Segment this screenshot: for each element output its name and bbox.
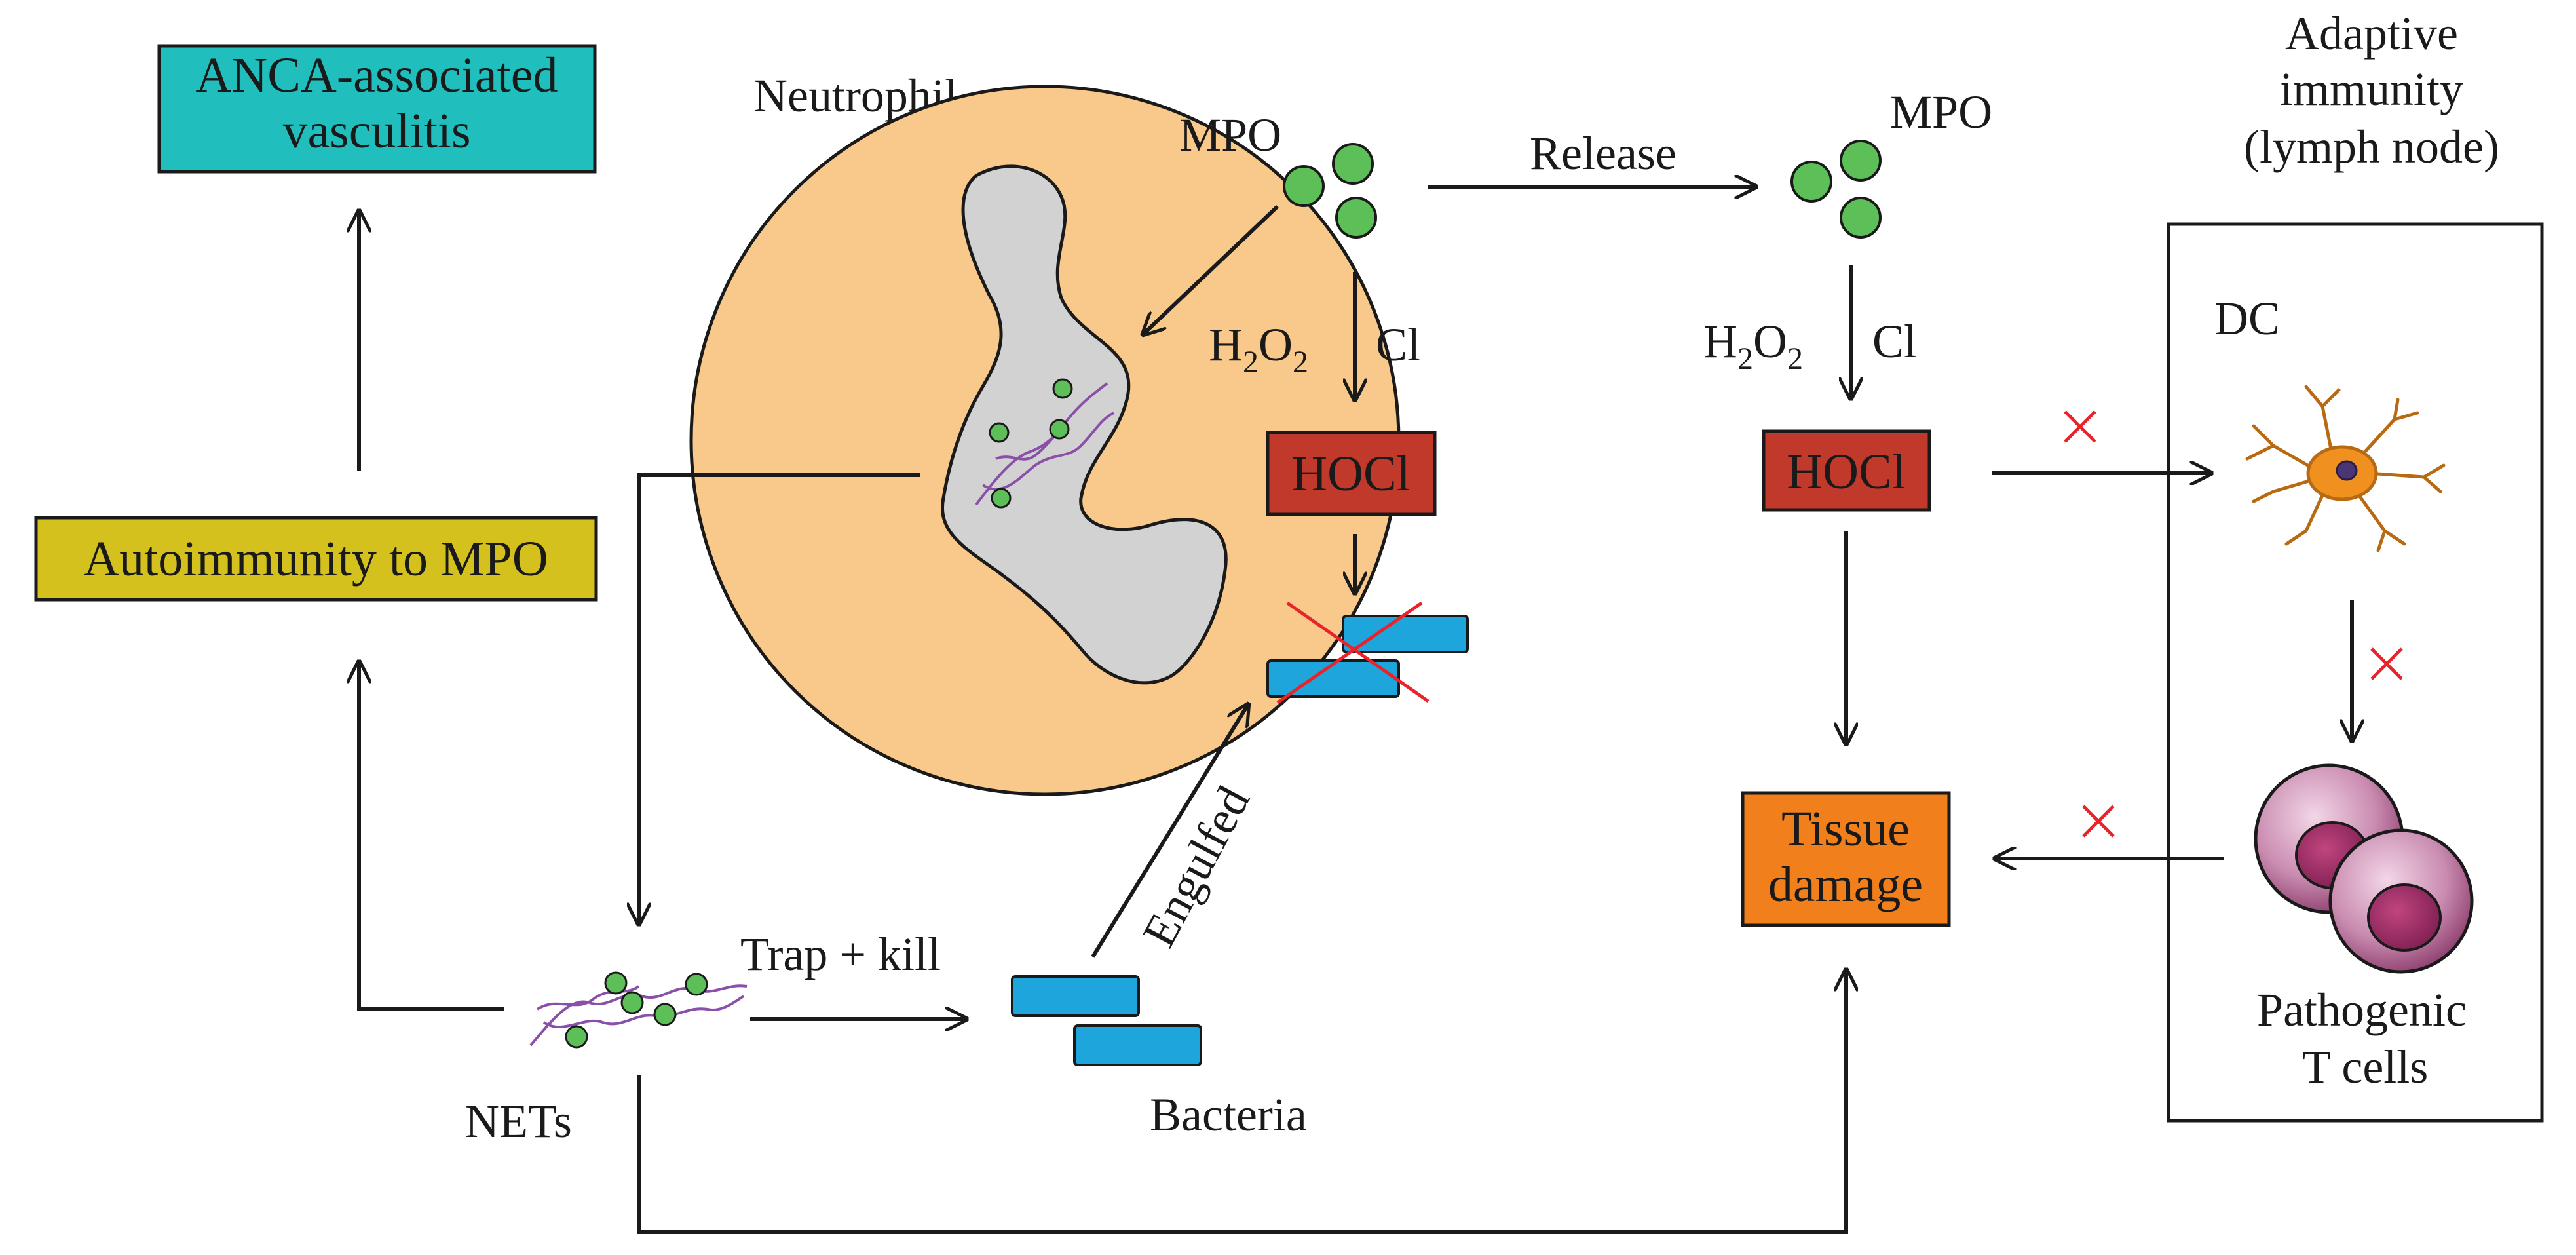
lymph-node-box <box>2167 222 2544 1123</box>
dendritic-cell-icon <box>2245 385 2446 552</box>
svg-text:Cl: Cl <box>1376 319 1420 371</box>
mpo-inside-granules <box>1283 143 1377 239</box>
svg-text:Tissue: Tissue <box>1781 801 1910 857</box>
dc-label: DC <box>2214 292 2280 345</box>
arrow-engulfed <box>1091 705 1248 958</box>
mpo-inside-label: MPO <box>1179 109 1281 161</box>
h2o2-cl-outside-label: H2O2 Cl <box>1703 315 1917 376</box>
svg-text:damage: damage <box>1768 857 1923 912</box>
anca-label-line1: ANCA-associated <box>196 48 558 103</box>
engulfed-label: Engulfed <box>1132 778 1260 956</box>
svg-text:(lymph node): (lymph node) <box>2244 121 2499 173</box>
svg-text:HOCl: HOCl <box>1291 446 1411 501</box>
killed-bacteria-inside <box>1266 601 1469 705</box>
hocl-outside-box: HOCl <box>1762 429 1931 512</box>
blocked-x-mark-tcell-tissue <box>2082 805 2115 838</box>
arrow-mpo-to-phagosome <box>1143 204 1279 334</box>
bacteria-label: Bacteria <box>1150 1089 1307 1141</box>
svg-text:Cl: Cl <box>1872 315 1917 368</box>
mpo-outside-granules <box>1790 140 1882 239</box>
phagosome <box>941 164 1228 685</box>
h2o2-cl-inside-label: H2O2 Cl <box>1209 319 1420 379</box>
nets-icon <box>529 971 748 1049</box>
tissue-damage-box: Tissue damage <box>1741 791 1951 927</box>
adaptive-immunity-label: Adaptive immunity (lymph node) <box>2244 7 2499 173</box>
arrow-neutrophil-to-nets <box>639 473 920 924</box>
svg-text:HOCl: HOCl <box>1787 444 1906 499</box>
svg-text:Adaptive: Adaptive <box>2285 7 2458 60</box>
release-label: Release <box>1530 127 1676 180</box>
svg-text:H2O2: H2O2 <box>1209 319 1308 379</box>
arrow-nets-to-autoimmunity <box>359 662 504 1011</box>
svg-text:T cells: T cells <box>2302 1041 2429 1093</box>
anca-label-line2: vasculitis <box>282 104 470 159</box>
hocl-inside-box: HOCl <box>1266 431 1437 516</box>
autoimmunity-box: Autoimmunity to MPO <box>34 516 598 602</box>
pathogenic-t-cells-label: Pathogenic T cells <box>2257 984 2467 1093</box>
svg-text:immunity: immunity <box>2280 63 2463 115</box>
autoimmunity-label: Autoimmunity to MPO <box>83 531 548 587</box>
arrow-nets-to-tissue-damage <box>637 970 1846 1234</box>
blocked-x-mark-hocl-dc <box>2064 410 2096 443</box>
nets-label: NETs <box>465 1095 572 1148</box>
blocked-x-mark-dc-tcell <box>2370 647 2403 680</box>
anca-vasculitis-box: ANCA-associated vasculitis <box>157 44 597 174</box>
phagosome-mpo-granules <box>989 378 1073 509</box>
trap-kill-label: Trap + kill <box>740 928 941 980</box>
mpo-outside-label: MPO <box>1890 86 1992 138</box>
pathogenic-t-cells-icon <box>2254 763 2474 974</box>
svg-text:H2O2: H2O2 <box>1703 315 1803 376</box>
bacteria-icon <box>1011 975 1202 1066</box>
svg-text:Pathogenic: Pathogenic <box>2257 984 2467 1036</box>
